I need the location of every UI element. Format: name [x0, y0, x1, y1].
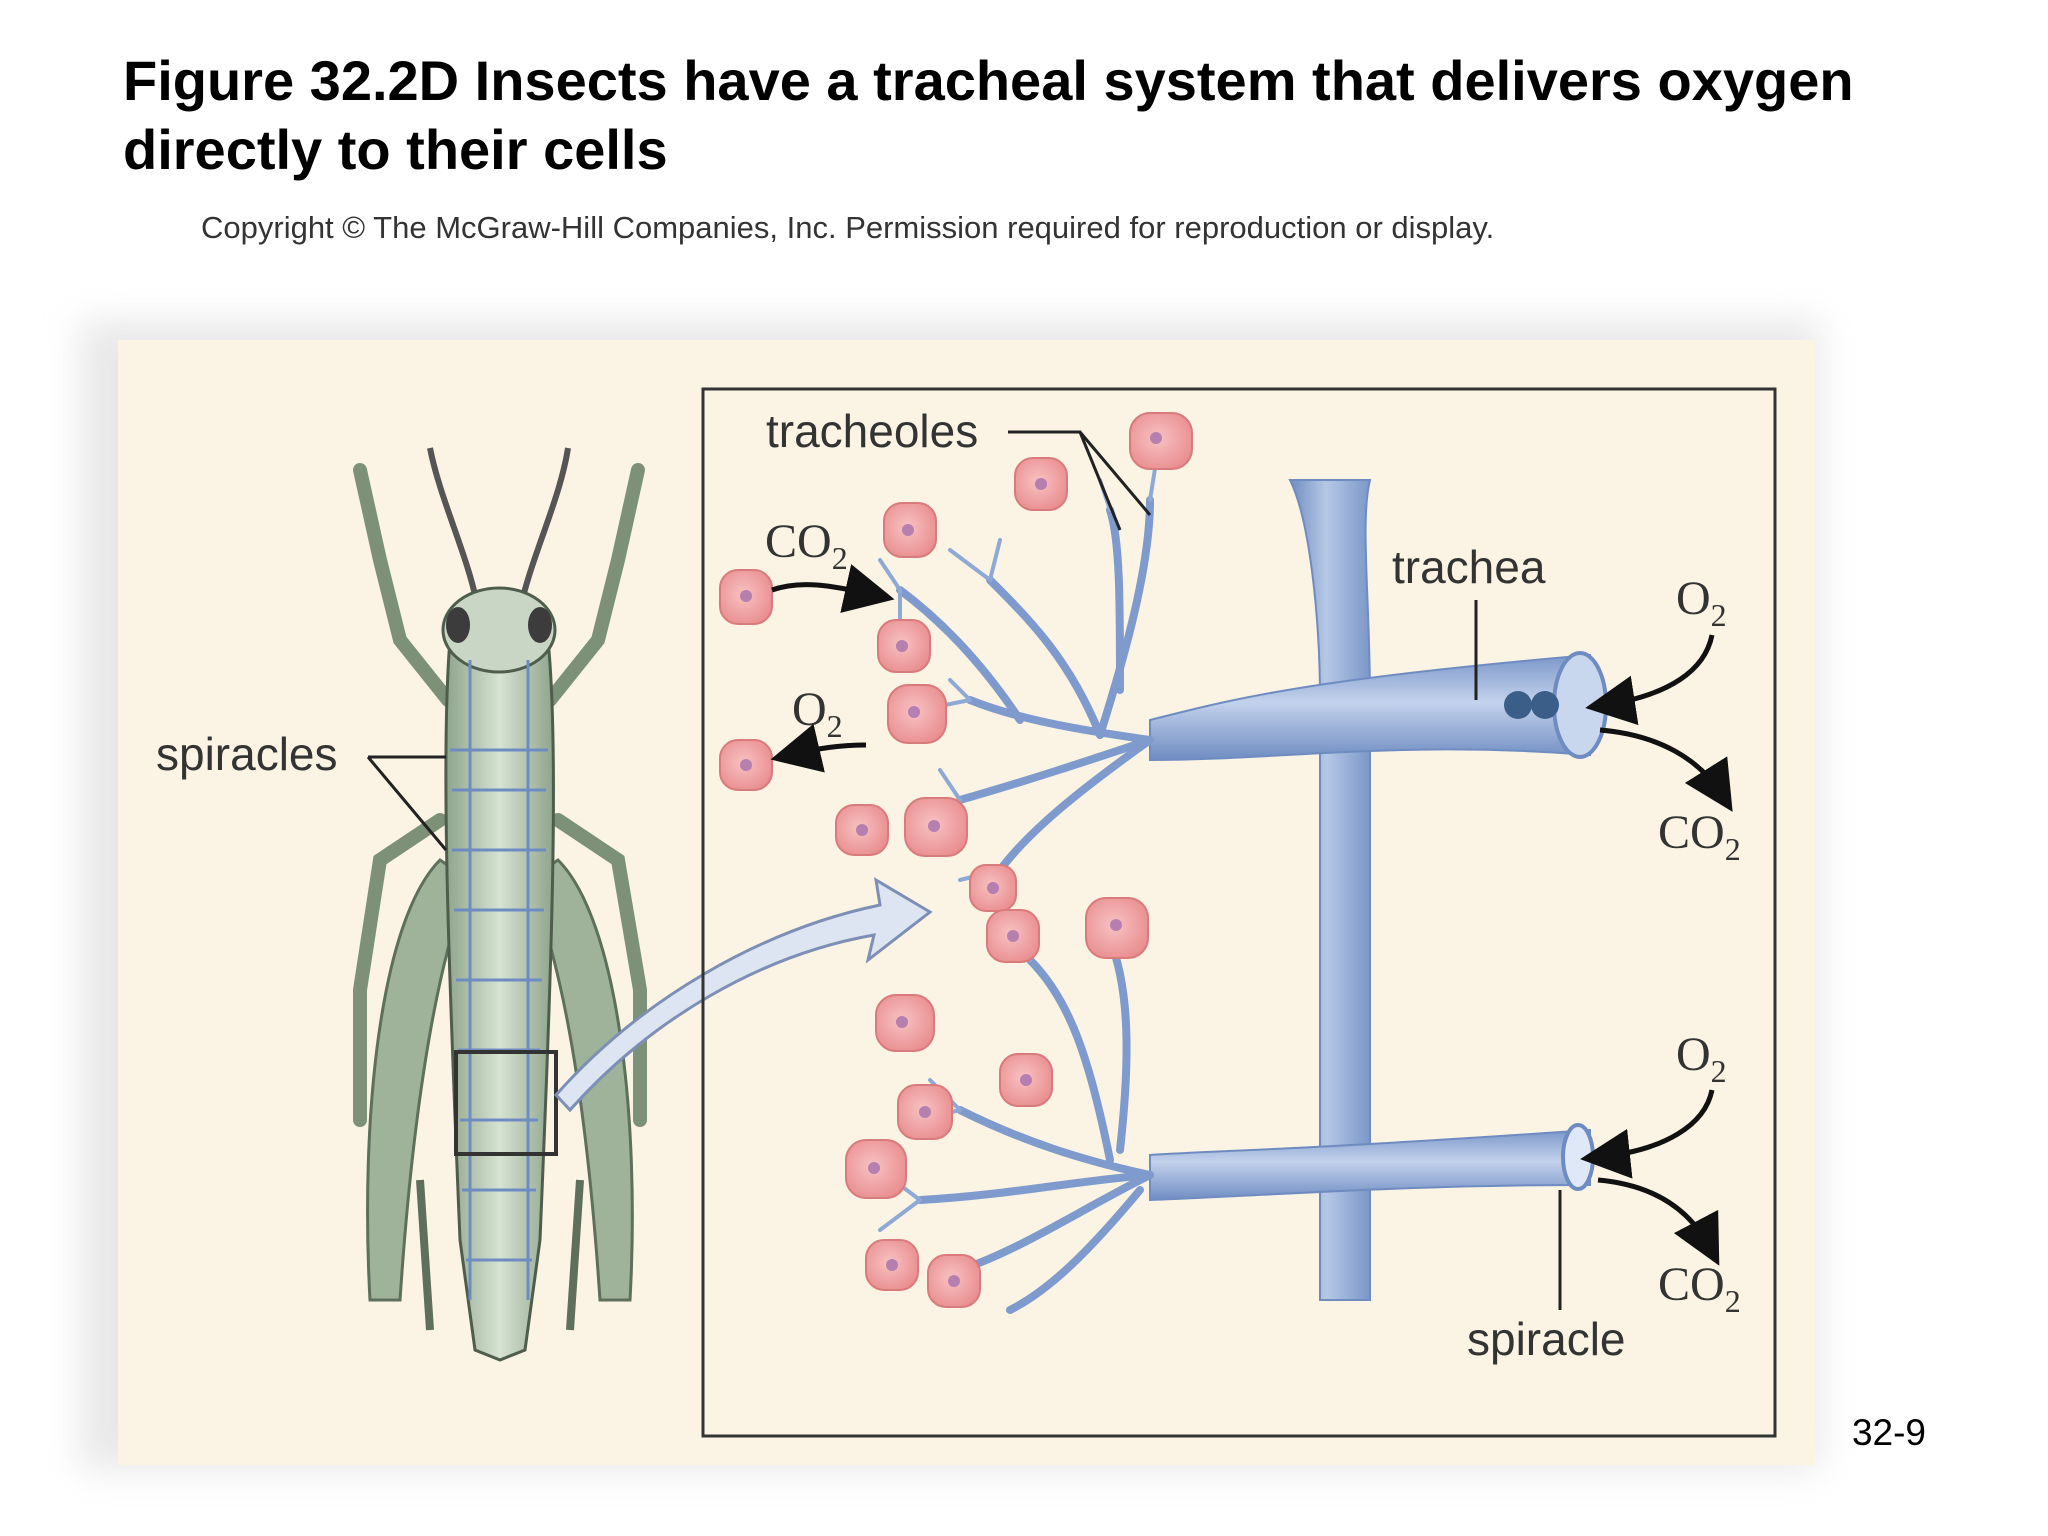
o2-arrow-right-lower: [1580, 1089, 1715, 1179]
spiracles-pointer: [366, 755, 448, 851]
o2-arrow-left: [770, 723, 867, 773]
grasshopper-illustration: [353, 447, 933, 1362]
svg-text:O2: O2: [1676, 1028, 1727, 1089]
detail-inset-frame: [701, 387, 1777, 1438]
tracheoles-label: tracheoles: [766, 405, 978, 457]
svg-text:O2: O2: [792, 683, 843, 744]
svg-text:CO2: CO2: [1658, 806, 1741, 867]
tracheoles-pointer: [1008, 430, 1152, 531]
co2-label-right-lower: CO2: [1658, 1258, 1741, 1319]
svg-text:CO2: CO2: [765, 515, 848, 576]
svg-text:O2: O2: [1676, 572, 1727, 633]
spiracles-label: spiracles: [156, 728, 338, 780]
spiracle-label: spiracle: [1467, 1313, 1626, 1365]
trachea-label: trachea: [1392, 541, 1546, 593]
copyright-notice: Copyright © The McGraw-Hill Companies, I…: [201, 210, 1495, 245]
co2-arrow-left: [771, 564, 895, 613]
svg-text:CO2: CO2: [1658, 1258, 1741, 1319]
o2-label-right-upper: O2: [1676, 572, 1727, 633]
o2-label-right-lower: O2: [1676, 1028, 1727, 1089]
co2-label-left: CO2: [765, 515, 848, 576]
body-cells: [719, 412, 1193, 1308]
page-number: 32-9: [1851, 1412, 1926, 1453]
region-highlight-box: [454, 1050, 558, 1156]
trachea-system-detail: [719, 412, 1608, 1314]
figure-title: Figure 32.2D Insects have a tracheal sys…: [123, 49, 1854, 181]
co2-arrow-right-upper: [1599, 727, 1733, 812]
zoom-arrow: [553, 877, 933, 1113]
co2-arrow-right-lower: [1597, 1177, 1720, 1266]
o2-arrow-right-upper: [1585, 634, 1715, 726]
co2-label-right-upper: CO2: [1658, 806, 1741, 867]
o2-label-left: O2: [792, 683, 843, 744]
